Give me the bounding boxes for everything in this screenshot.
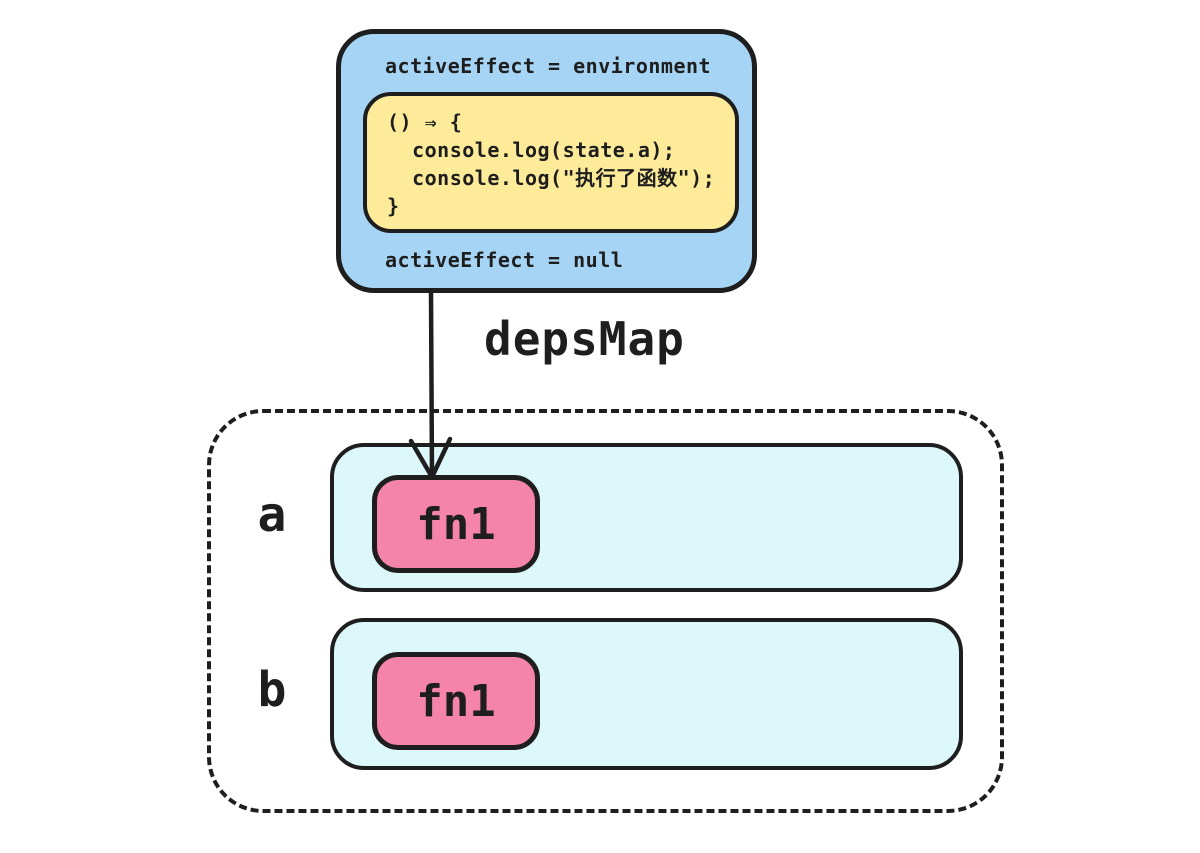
- code-line-3: console.log("执行了函数");: [387, 166, 716, 190]
- dep-set-box-b: fn1: [330, 618, 963, 770]
- code-line-1: () ⇒ {: [387, 110, 463, 134]
- effect-function-box: () ⇒ { console.log(state.a); console.log…: [363, 92, 739, 233]
- active-effect-set-label: activeEffect = environment: [385, 54, 712, 78]
- deps-map-label: depsMap: [484, 312, 685, 366]
- code-line-4: }: [387, 194, 400, 218]
- dep-item-fn1-b: fn1: [372, 652, 540, 750]
- deps-map-container: [207, 409, 1004, 813]
- code-line-2: console.log(state.a);: [387, 138, 676, 162]
- active-effect-null-label: activeEffect = null: [385, 248, 624, 272]
- dep-key-label-a: a: [257, 487, 287, 543]
- dep-key-label-b: b: [257, 662, 287, 718]
- effect-environment-box: activeEffect = environment () ⇒ { consol…: [336, 29, 757, 293]
- dep-item-fn1-a: fn1: [372, 475, 540, 573]
- dep-set-box-a: fn1: [330, 443, 963, 592]
- arrow-down-icon: [408, 289, 453, 480]
